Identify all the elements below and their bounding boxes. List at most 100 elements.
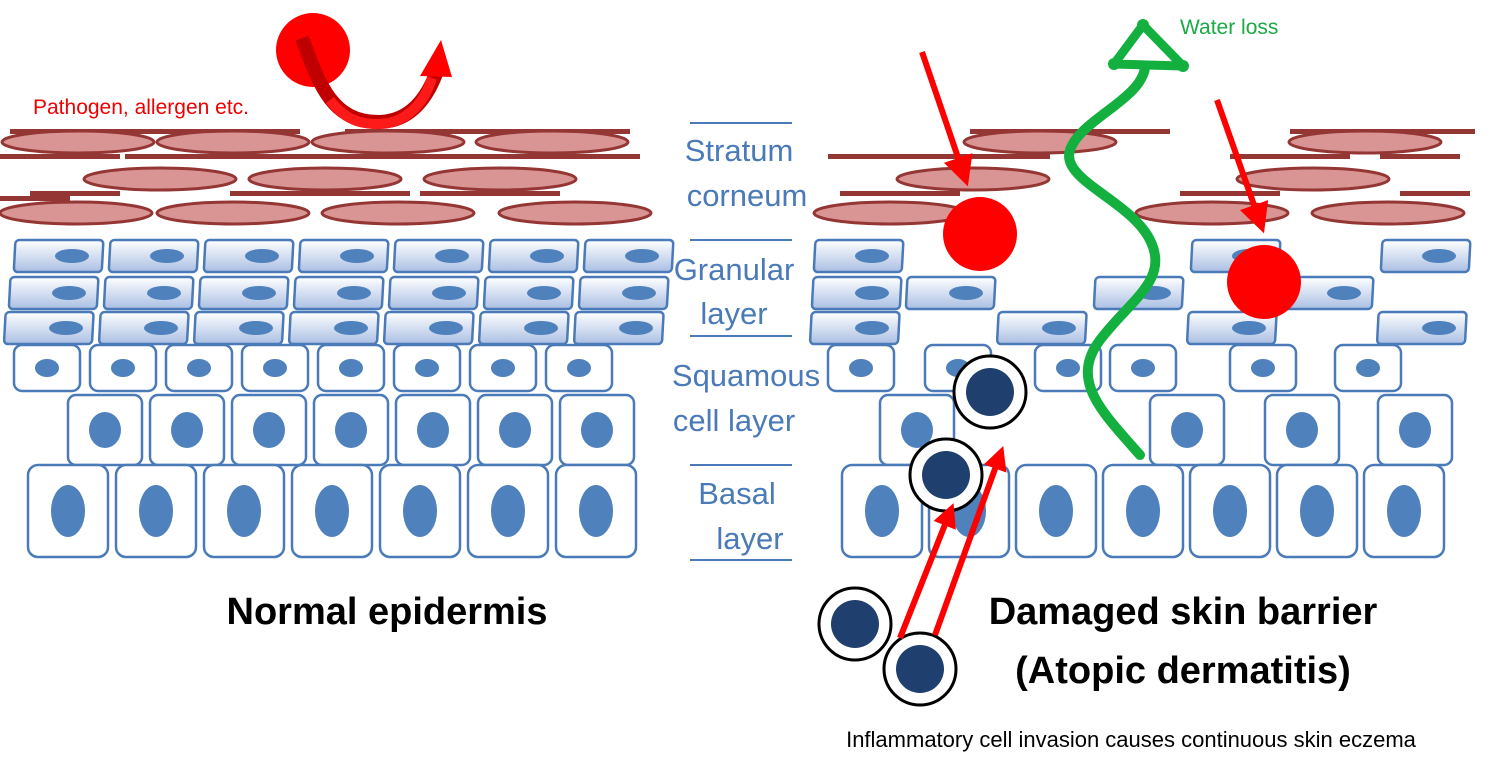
cell-nucleus bbox=[1251, 359, 1275, 377]
inflammatory-cell-nucleus bbox=[831, 600, 879, 648]
cell-nucleus bbox=[89, 412, 121, 448]
damaged-granular-layer bbox=[808, 238, 1472, 346]
cell-nucleus bbox=[334, 321, 368, 335]
corneocyte bbox=[474, 129, 630, 155]
cell-nucleus bbox=[52, 286, 86, 300]
corneum-lipid-bar bbox=[30, 191, 120, 196]
cell-nucleus bbox=[581, 412, 613, 448]
cell-nucleus bbox=[499, 412, 531, 448]
normal-squamous-layer bbox=[12, 343, 636, 467]
cell-nucleus bbox=[340, 249, 374, 263]
corneocyte bbox=[0, 200, 154, 226]
corneocyte bbox=[247, 166, 403, 192]
corneocyte bbox=[497, 200, 653, 226]
corneum-lipid-bar bbox=[1420, 129, 1475, 134]
pathogen-bounce bbox=[276, 13, 452, 130]
cell-nucleus bbox=[171, 412, 203, 448]
damaged-stratum-corneum bbox=[812, 129, 1475, 226]
cell-nucleus bbox=[619, 321, 653, 335]
cell-nucleus bbox=[491, 485, 525, 537]
stratum-corneum-label-2: corneum bbox=[687, 178, 808, 213]
corneocyte bbox=[895, 166, 1051, 192]
cell-nucleus bbox=[339, 359, 363, 377]
pathogen-label: Pathogen, allergen etc. bbox=[33, 96, 249, 119]
cell-nucleus bbox=[415, 359, 439, 377]
damaged-barrier-panel bbox=[808, 129, 1475, 559]
cell-nucleus bbox=[337, 286, 371, 300]
cell-nucleus bbox=[1056, 359, 1080, 377]
cell-nucleus bbox=[622, 286, 656, 300]
water-node bbox=[1137, 19, 1149, 31]
basal-label-2: layer bbox=[716, 521, 783, 556]
corneocyte bbox=[155, 129, 311, 155]
cell-nucleus bbox=[530, 249, 564, 263]
corneocyte bbox=[812, 200, 968, 226]
corneum-lipid-bar bbox=[840, 191, 960, 196]
corneocyte bbox=[1287, 129, 1443, 155]
corneum-lipid-bar bbox=[1380, 154, 1460, 159]
cell-nucleus bbox=[35, 359, 59, 377]
normal-granular-layer bbox=[2, 238, 675, 346]
cell-nucleus bbox=[187, 359, 211, 377]
bounce-arrowhead bbox=[420, 40, 452, 77]
cell-nucleus bbox=[1300, 485, 1334, 537]
cell-nucleus bbox=[1387, 485, 1421, 537]
cell-nucleus bbox=[239, 321, 273, 335]
cell-nucleus bbox=[901, 412, 933, 448]
inflammatory-cells bbox=[817, 354, 1028, 707]
squamous-label-2: cell layer bbox=[673, 403, 795, 438]
cell-nucleus bbox=[567, 359, 591, 377]
corneum-lipid-bar bbox=[420, 191, 560, 196]
migration-arrow bbox=[932, 445, 1007, 637]
cell-nucleus bbox=[855, 286, 889, 300]
invasion-arrow bbox=[1214, 99, 1269, 234]
corneocyte bbox=[1235, 166, 1391, 192]
cell-nucleus bbox=[1213, 485, 1247, 537]
cell-nucleus bbox=[111, 359, 135, 377]
water-arrowhead bbox=[1109, 20, 1188, 71]
layer-labels bbox=[690, 122, 792, 561]
corneum-lipid-bar bbox=[828, 154, 943, 159]
cell-nucleus bbox=[1126, 485, 1160, 537]
cell-nucleus bbox=[625, 249, 659, 263]
corneum-lipid-bar bbox=[1230, 154, 1350, 159]
cell-nucleus bbox=[1171, 412, 1203, 448]
granular-cell bbox=[192, 310, 285, 346]
water-wave bbox=[1064, 63, 1161, 460]
cell-nucleus bbox=[1131, 359, 1155, 377]
water-node bbox=[1177, 60, 1189, 72]
cell-nucleus bbox=[432, 286, 466, 300]
corneocyte bbox=[320, 200, 476, 226]
invasion-arrow bbox=[919, 51, 973, 187]
cell-nucleus bbox=[245, 249, 279, 263]
cell-nucleus bbox=[242, 286, 276, 300]
migration-arrow bbox=[897, 503, 956, 640]
water-loss-path bbox=[1064, 19, 1189, 460]
corneum-lipid-bar bbox=[1090, 129, 1170, 134]
inflammatory-cell-nucleus bbox=[966, 368, 1014, 416]
cell-nucleus bbox=[1039, 485, 1073, 537]
corneum-lipid-bar bbox=[0, 154, 120, 159]
cell-nucleus bbox=[855, 321, 889, 335]
cell-nucleus bbox=[315, 485, 349, 537]
cell-nucleus bbox=[524, 321, 558, 335]
cell-nucleus bbox=[527, 286, 561, 300]
water-loss-label: Water loss bbox=[1180, 16, 1278, 39]
cell-nucleus bbox=[1356, 359, 1380, 377]
granular-label-1: Granular bbox=[674, 252, 795, 287]
normal-stratum-corneum bbox=[0, 129, 653, 226]
corneocyte bbox=[82, 166, 238, 192]
corneocyte bbox=[1134, 200, 1290, 226]
cell-nucleus bbox=[139, 485, 173, 537]
inflammatory-cell-nucleus bbox=[896, 645, 944, 693]
cell-nucleus bbox=[263, 359, 287, 377]
damaged-caption-2: (Atopic dermatitis) bbox=[1015, 650, 1351, 692]
cell-nucleus bbox=[55, 249, 89, 263]
normal-basal-layer bbox=[26, 463, 638, 559]
corneum-lipid-bar bbox=[290, 154, 450, 159]
normal-epidermis-panel bbox=[0, 129, 675, 559]
pathogen-invasion bbox=[919, 51, 1301, 319]
corneum-lipid-bar bbox=[940, 154, 1050, 159]
corneocyte bbox=[1310, 200, 1466, 226]
